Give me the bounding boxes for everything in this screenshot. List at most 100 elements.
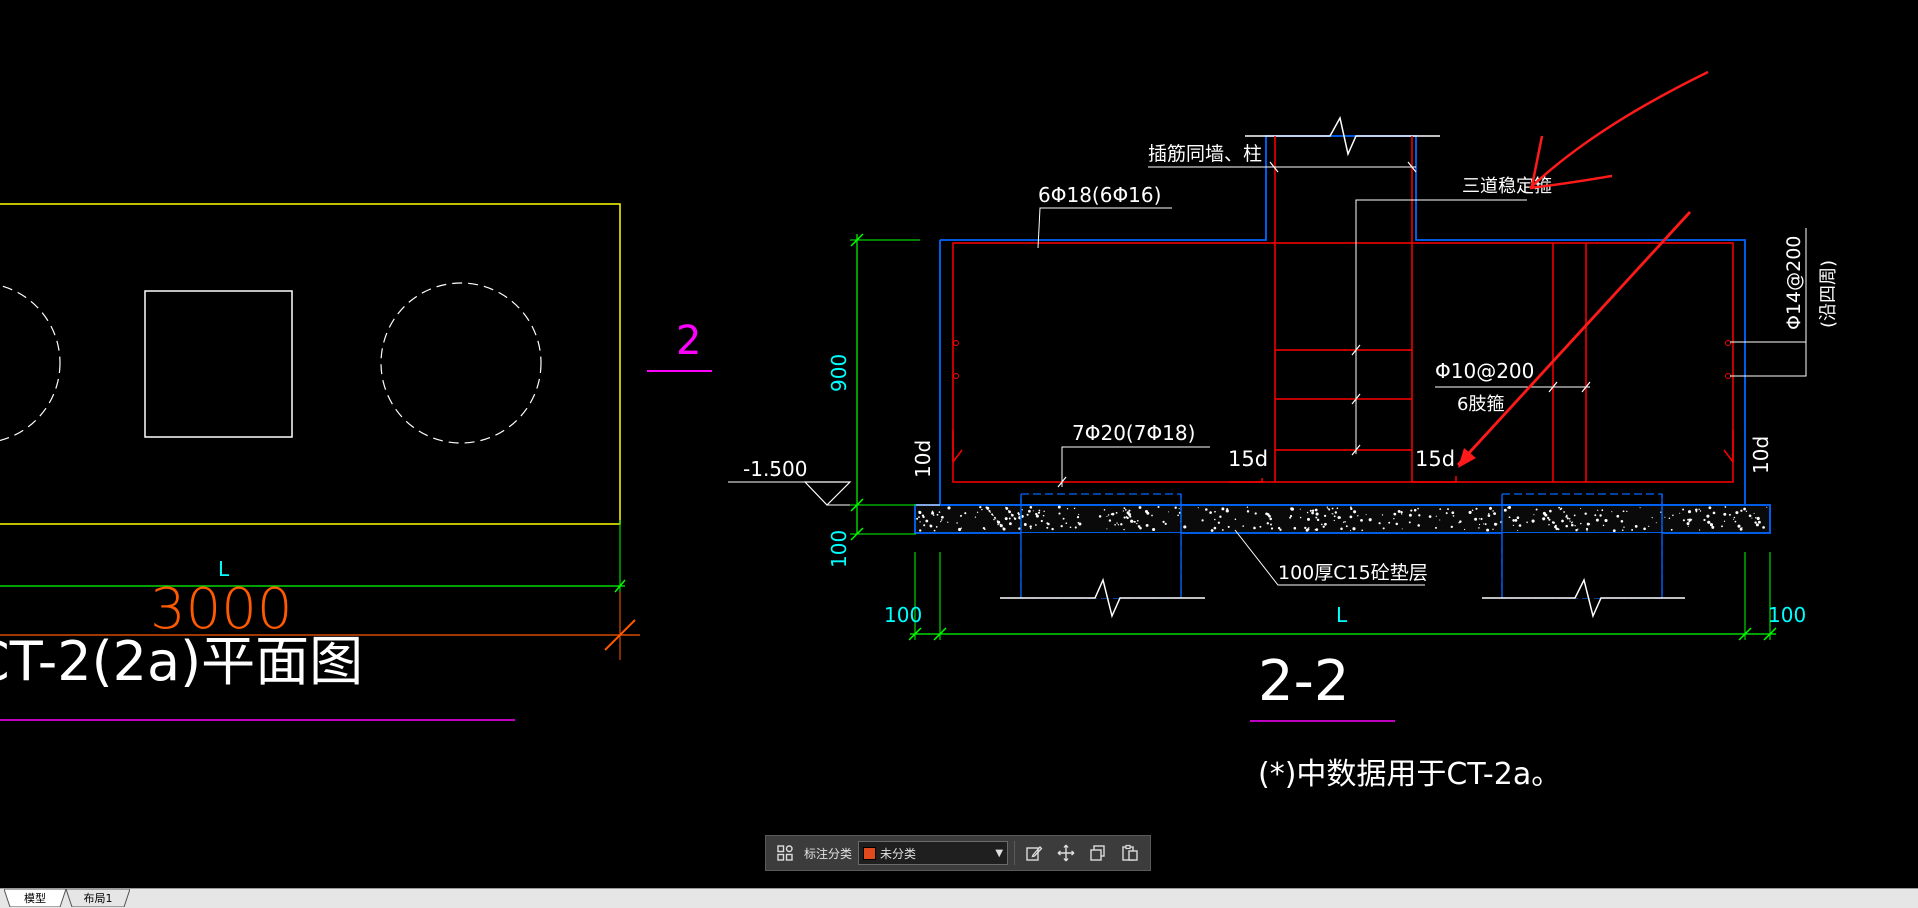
hatch-dot <box>1753 512 1755 514</box>
hatch-dot <box>1201 519 1204 522</box>
category-select[interactable]: 未分类 ▼ <box>858 841 1009 865</box>
hatch-dot <box>1555 527 1559 531</box>
hatch-dot <box>1489 506 1492 510</box>
hatch-dot <box>1214 510 1216 513</box>
hatch-dot <box>1643 527 1646 531</box>
hatch-dot <box>1471 509 1474 512</box>
hatch-dot <box>1219 515 1222 518</box>
hatch-dot <box>1324 522 1327 526</box>
copy-icon[interactable] <box>1085 840 1111 866</box>
hatch-dot <box>1123 516 1126 519</box>
markup-arrow-line <box>1456 211 1692 466</box>
hatch-dot <box>1350 506 1352 509</box>
paste-icon[interactable] <box>1117 840 1143 866</box>
markup-arrow-curve <box>1529 70 1709 189</box>
hatch-dot <box>1217 521 1221 524</box>
hatch-dot <box>1128 509 1131 512</box>
hatch-dot <box>1311 509 1315 512</box>
hatch-dot <box>976 511 979 513</box>
hatch-dot <box>1748 514 1752 518</box>
dowel-foot-left <box>1230 478 1263 483</box>
hatch-dot <box>1450 525 1453 529</box>
hatch-dot <box>1307 517 1310 521</box>
hatch-dot <box>1035 512 1038 516</box>
hatch-dot <box>1037 511 1041 514</box>
hatch-dot <box>1604 518 1608 523</box>
layout-tab-bar: 模型 布局1 <box>0 888 1918 908</box>
label-10d-right: 10d <box>1749 436 1773 474</box>
hatch-dot <box>1077 521 1080 524</box>
hatch-dot <box>1706 514 1710 518</box>
label-top-bars: 6Φ18(6Φ16) <box>1038 183 1161 207</box>
hatch-dot <box>1130 519 1134 523</box>
hatch-dot <box>1492 528 1494 530</box>
tab-layout1[interactable]: 布局1 <box>66 889 130 907</box>
move-icon[interactable] <box>1053 840 1079 866</box>
hatch-dot <box>1699 529 1701 531</box>
hatch-dot <box>1164 522 1167 525</box>
hatch-dot <box>1507 506 1510 509</box>
hatch-dot <box>1266 522 1270 525</box>
tab-model[interactable]: 模型 <box>4 889 66 907</box>
hatch-dot <box>1289 516 1292 519</box>
hatch-dot <box>933 514 935 516</box>
hatch-dot <box>1575 529 1578 532</box>
hatch-dot <box>997 520 1001 524</box>
hatch-dot <box>1136 522 1138 525</box>
hatch-dot <box>1279 528 1282 531</box>
hatch-dot <box>1299 508 1301 510</box>
hatch-dot <box>1270 523 1272 526</box>
hatch-dot <box>1332 513 1334 515</box>
hatch-dot <box>1410 509 1413 512</box>
hatch-dot <box>1018 513 1020 516</box>
hatch-dot <box>1621 529 1624 531</box>
hatch-dot <box>1338 516 1341 519</box>
hatch-dot <box>1514 519 1518 522</box>
hatch-dot <box>1492 510 1494 512</box>
hatch-dot <box>916 517 919 520</box>
hatch-dot <box>1569 520 1571 522</box>
hatch-dot <box>947 521 949 523</box>
side-bar-dot-1 <box>953 340 959 346</box>
hatch-dot <box>1682 519 1685 522</box>
hatch-dot <box>1110 513 1113 516</box>
hatch-dot <box>1136 519 1139 522</box>
hatch-dot <box>1601 509 1604 512</box>
hatch-dot <box>918 510 922 515</box>
hatch-dot <box>1323 514 1327 518</box>
tick-spec-2 <box>1581 381 1591 393</box>
edit-icon[interactable] <box>1021 840 1047 866</box>
hatch-dot <box>1225 509 1229 513</box>
hatch-dot <box>1333 519 1335 522</box>
hatch-dot <box>923 524 926 527</box>
hatch-dot <box>1293 526 1297 530</box>
grid-icon[interactable] <box>772 840 798 866</box>
dim-h-t1 <box>908 627 922 641</box>
hatch-dot <box>1586 530 1588 532</box>
cushion-hatch <box>916 505 1768 533</box>
hatch-dot <box>1074 526 1077 529</box>
hatch-dot <box>1334 511 1337 514</box>
hatch-dot <box>1711 525 1715 529</box>
hatch-dot <box>1395 522 1399 526</box>
hatch-dot <box>1526 521 1528 524</box>
hatch-dot <box>1474 517 1478 521</box>
tick-st-2 <box>1351 393 1361 405</box>
hatch-dot <box>1227 525 1230 528</box>
label-stirrup-legs: 6肢箍 <box>1457 394 1504 415</box>
hatch-dot <box>1451 511 1455 515</box>
hatch-dot <box>993 516 996 519</box>
side-bar-dot-4 <box>1725 373 1731 379</box>
tab-layout1-label: 布局1 <box>83 892 113 905</box>
hatch-dot <box>1051 527 1054 531</box>
plan-dim-label: L <box>218 557 230 581</box>
hatch-dot <box>1517 529 1519 532</box>
plan-column <box>144 290 293 438</box>
plan-section-marker: 2 <box>676 318 701 364</box>
hatch-dot <box>1464 528 1466 531</box>
label-bottom-bars: 7Φ20(7Φ18) <box>1072 421 1195 445</box>
hatch-dot <box>1612 529 1616 533</box>
hatch-dot <box>1478 523 1481 526</box>
hatch-dot <box>1488 513 1490 515</box>
